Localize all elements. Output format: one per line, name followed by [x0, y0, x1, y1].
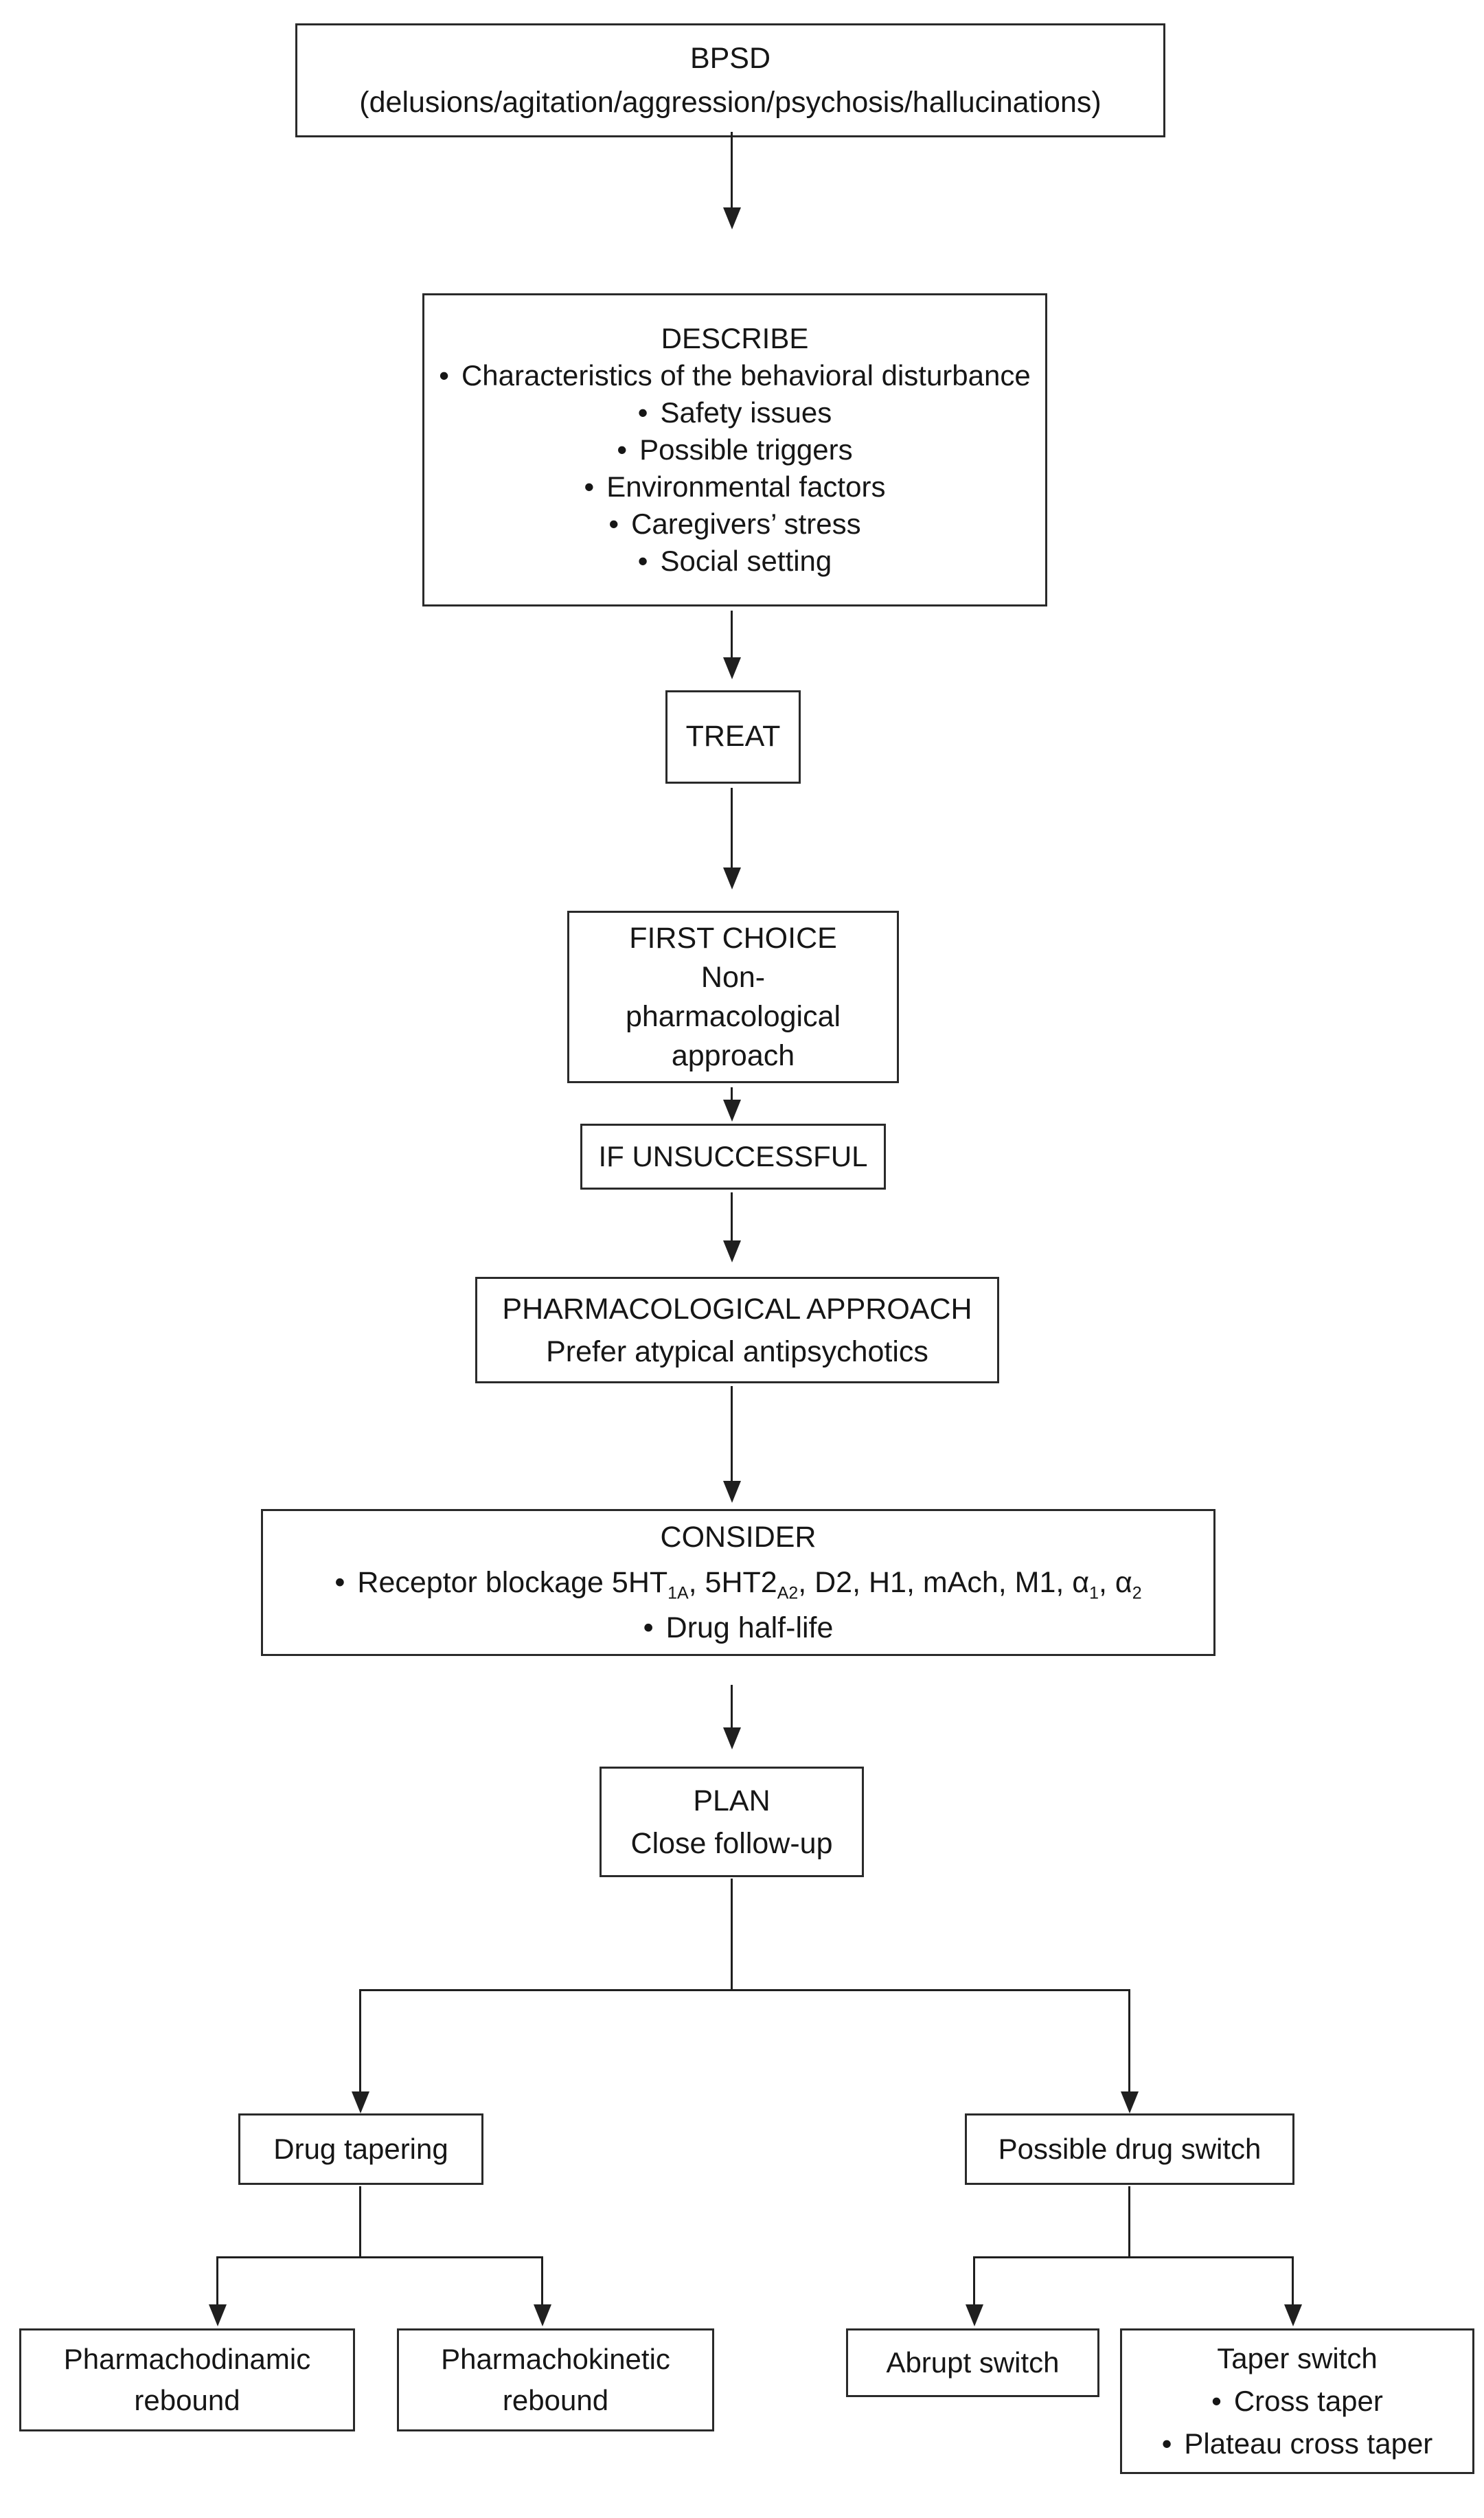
- bullet-icon: •: [439, 359, 449, 392]
- describe-items: • Characteristics of the behavioral distu…: [431, 357, 1038, 580]
- if-unsuccessful-label: IF UNSUCCESSFUL: [598, 1139, 868, 1172]
- tapering-branch-crossbar: [216, 2256, 543, 2258]
- pharmachokinetic-label: Pharmachokinetic rebound: [441, 2343, 670, 2416]
- taper-switch-title: Taper switch: [1217, 2342, 1378, 2374]
- list-item-text: Environmental factors: [606, 470, 886, 503]
- arrow-switch-taper-head-icon: [1284, 2304, 1302, 2326]
- node-possible-drug-switch: Possible drug switch: [965, 2113, 1294, 2185]
- arrow-bpsd-describe-head-icon: [723, 207, 741, 229]
- list-item: • Characteristics of the behavioral distu…: [431, 357, 1038, 394]
- possible-drug-switch-label: Possible drug switch: [998, 2132, 1262, 2165]
- pharmachodinamic-label: Pharmachodinamic rebound: [63, 2343, 311, 2416]
- bullet-icon: •: [334, 1566, 345, 1599]
- node-describe: DESCRIBE • Characteristics of the behavio…: [422, 293, 1047, 606]
- drug-tapering-label: Drug tapering: [273, 2132, 448, 2165]
- bullet-icon: •: [584, 470, 595, 503]
- bullet-icon: •: [608, 508, 619, 540]
- pharmacological-title: PHARMACOLOGICAL APPROACH: [502, 1292, 972, 1326]
- list-item-text: Characteristics of the behavioral distur…: [461, 359, 1031, 392]
- arrow-pharm-consider-shaft: [731, 1386, 733, 1482]
- consider-receptor-text: Receptor blockage 5HT1A, 5HT2A2, D2, H1,…: [357, 1566, 1142, 1603]
- arrow-first-ifuns-head-icon: [723, 1100, 741, 1122]
- first-choice-title: FIRST CHOICE: [629, 921, 837, 955]
- arrow-tapering-pkin-head-icon: [534, 2304, 551, 2326]
- node-pharmachokinetic-rebound: Pharmachokinetic rebound: [397, 2328, 714, 2431]
- node-drug-tapering: Drug tapering: [238, 2113, 483, 2185]
- consider-title: CONSIDER: [660, 1521, 817, 1554]
- arrow-plan-switch-head-icon: [1121, 2091, 1139, 2113]
- arrow-treat-first-shaft: [731, 788, 733, 869]
- arrow-switch-taper-shaft: [1292, 2256, 1294, 2306]
- plan-branch-crossbar: [359, 1989, 1130, 1991]
- bullet-icon: •: [1161, 2427, 1172, 2460]
- arrow-ifuns-pharm-shaft: [731, 1192, 733, 1242]
- consider-half-life-item: • Drug half-life: [263, 1605, 1213, 1651]
- node-taper-switch: Taper switch • Cross taper • Plateau cross …: [1120, 2328, 1474, 2474]
- node-pharmacological-approach: PHARMACOLOGICAL APPROACH Prefer atypical…: [475, 1277, 999, 1383]
- node-treat: TREAT: [665, 690, 801, 784]
- taper-switch-items: • Cross taper • Plateau cross taper: [1122, 2380, 1472, 2465]
- list-item: Non-: [700, 960, 766, 994]
- arrow-bpsd-describe-shaft: [731, 132, 733, 209]
- arrow-consider-plan-head-icon: [723, 1727, 741, 1749]
- arrow-describe-treat-shaft: [731, 611, 733, 659]
- switch-branch-crossbar: [973, 2256, 1294, 2258]
- arrow-plan-tapering-shaft: [359, 1989, 361, 2093]
- list-item: approach: [671, 1039, 795, 1072]
- arrow-tapering-pdyn-shaft: [216, 2256, 218, 2306]
- arrow-treat-first-head-icon: [723, 867, 741, 889]
- pharmacological-subtitle: Prefer atypical antipsychotics: [546, 1335, 928, 1368]
- plan-title: PLAN: [693, 1784, 770, 1817]
- list-item: • Safety issues: [431, 394, 1038, 431]
- arrow-tapering-pkin-shaft: [541, 2256, 543, 2306]
- node-pharmachodinamic-rebound: Pharmachodinamic rebound: [19, 2328, 355, 2431]
- arrow-switch-abrupt-head-icon: [966, 2304, 983, 2326]
- plan-subtitle: Close follow-up: [630, 1826, 833, 1860]
- treat-label: TREAT: [685, 720, 781, 753]
- list-item: • Environmental factors: [431, 468, 1038, 506]
- arrow-plan-tapering-head-icon: [352, 2091, 369, 2113]
- arrow-first-ifuns-shaft: [731, 1087, 733, 1101]
- bpsd-subtitle: (delusions/agitation/aggression/psychosi…: [359, 86, 1101, 119]
- list-item: • Social setting: [431, 543, 1038, 580]
- list-item-text: Possible triggers: [639, 433, 853, 466]
- list-item-text: Cross taper: [1233, 2385, 1383, 2417]
- list-item: • Cross taper: [1122, 2380, 1472, 2423]
- arrow-tapering-pdyn-head-icon: [209, 2304, 227, 2326]
- bullet-icon: •: [637, 545, 648, 577]
- first-choice-lines: Non-pharmacological approach: [569, 958, 897, 1076]
- node-consider: CONSIDER • Receptor blockage 5HT1A, 5HT2…: [261, 1509, 1215, 1656]
- list-item-text: Social setting: [660, 545, 832, 577]
- arrow-pharm-consider-head-icon: [723, 1481, 741, 1503]
- consider-receptor-item: • Receptor blockage 5HT1A, 5HT2A2, D2, H…: [263, 1560, 1213, 1605]
- arrow-ifuns-pharm-head-icon: [723, 1240, 741, 1262]
- tapering-branch-stem: [359, 2186, 361, 2258]
- list-item-text: Caregivers’ stress: [631, 508, 861, 540]
- switch-branch-stem: [1128, 2186, 1130, 2258]
- bullet-icon: •: [617, 433, 628, 466]
- node-plan: PLAN Close follow-up: [600, 1767, 864, 1877]
- list-item: • Plateau cross taper: [1122, 2423, 1472, 2465]
- list-item: pharmacological: [625, 999, 841, 1033]
- arrow-switch-abrupt-shaft: [973, 2256, 975, 2306]
- bullet-icon: •: [1211, 2385, 1222, 2417]
- plan-branch-stem: [731, 1879, 733, 1990]
- list-item: • Possible triggers: [431, 431, 1038, 468]
- list-item: • Caregivers’ stress: [431, 506, 1038, 543]
- consider-half-life-text: Drug half-life: [665, 1611, 834, 1644]
- node-bpsd: BPSD (delusions/agitation/aggression/psy…: [295, 23, 1165, 137]
- list-item-text: Plateau cross taper: [1184, 2427, 1433, 2460]
- bullet-icon: •: [643, 1611, 654, 1644]
- arrow-describe-treat-head-icon: [723, 657, 741, 679]
- node-if-unsuccessful: IF UNSUCCESSFUL: [580, 1124, 886, 1190]
- arrow-consider-plan-shaft: [731, 1685, 733, 1729]
- bpsd-title: BPSD: [689, 42, 771, 75]
- describe-title: DESCRIBE: [661, 322, 809, 354]
- node-abrupt-switch: Abrupt switch: [846, 2328, 1099, 2397]
- bullet-icon: •: [637, 396, 648, 429]
- list-item-text: Safety issues: [660, 396, 832, 429]
- node-first-choice: FIRST CHOICE Non-pharmacological approach: [567, 911, 899, 1083]
- abrupt-switch-label: Abrupt switch: [886, 2346, 1060, 2379]
- arrow-plan-switch-shaft: [1128, 1989, 1130, 2093]
